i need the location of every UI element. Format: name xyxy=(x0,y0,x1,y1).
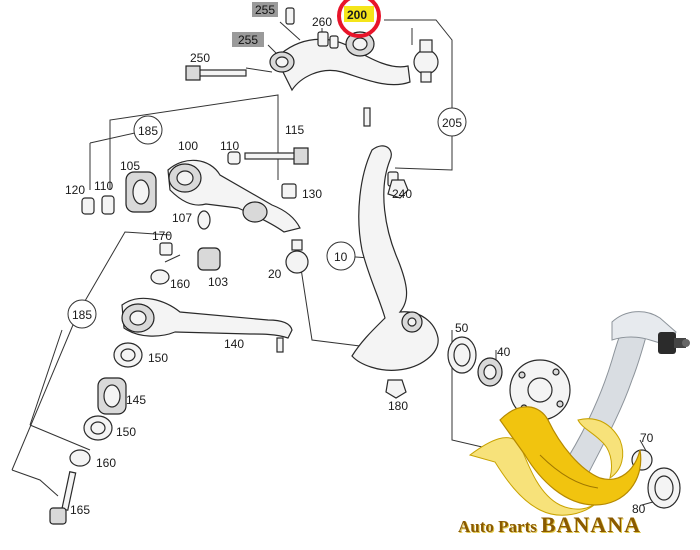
callout-205[interactable]: 205 xyxy=(437,107,467,137)
part-label-185-left: 185 xyxy=(72,308,92,322)
part-label-140: 140 xyxy=(224,337,244,351)
banana-logo xyxy=(468,406,642,516)
brand-name: BANANA xyxy=(540,512,641,537)
part-label-10: 10 xyxy=(334,250,348,264)
callout-10[interactable]: 10 xyxy=(326,241,356,271)
part-label-20: 20 xyxy=(268,267,282,281)
part-label-165: 165 xyxy=(70,503,90,517)
part-label-70: 70 xyxy=(640,431,654,445)
part-label-185-top: 185 xyxy=(138,124,158,138)
part-label-100: 100 xyxy=(178,139,198,153)
part-label-240: 240 xyxy=(392,187,412,201)
part-label-150-top: 150 xyxy=(148,351,168,365)
leader-lines xyxy=(11,19,661,506)
product-photo xyxy=(559,311,690,481)
wheel-hub xyxy=(447,336,681,509)
part-label-255-top: 255 xyxy=(255,3,275,17)
upper-control-arm xyxy=(185,7,439,127)
steering-knuckle xyxy=(351,145,439,399)
tension-strut xyxy=(49,297,293,525)
tag-255-left: 255 xyxy=(232,32,264,47)
part-numbers: 250 260 100 110 115 105 120 110 130 107 … xyxy=(65,15,654,517)
callout-185-top[interactable]: 185 xyxy=(133,115,163,145)
part-label-120: 120 xyxy=(65,183,85,197)
part-label-250: 250 xyxy=(190,51,210,65)
callout-185-left[interactable]: 185 xyxy=(67,299,97,329)
part-label-105: 105 xyxy=(120,159,140,173)
tag-255-top: 255 xyxy=(252,2,278,17)
brand-prefix: Auto Parts xyxy=(458,517,537,536)
part-label-110-top: 110 xyxy=(220,139,239,153)
part-label-103: 103 xyxy=(208,275,228,289)
part-label-260: 260 xyxy=(312,15,332,29)
part-label-145: 145 xyxy=(126,393,146,407)
part-label-255-left: 255 xyxy=(238,33,258,47)
part-label-205: 205 xyxy=(442,116,462,130)
part-label-200: 200 xyxy=(347,8,367,22)
part-label-170: 170 xyxy=(152,229,172,243)
lower-wishbone xyxy=(81,147,309,285)
part-label-160-bottom: 160 xyxy=(96,456,116,470)
part-label-50: 50 xyxy=(455,321,469,335)
part-label-40: 40 xyxy=(497,345,511,359)
brand-wordmark: Auto Parts BANANA xyxy=(458,512,641,538)
part-label-107: 107 xyxy=(172,211,192,225)
part-label-115: 115 xyxy=(285,123,304,137)
part-label-180: 180 xyxy=(388,399,408,413)
part-label-130: 130 xyxy=(302,187,322,201)
highlight-200[interactable]: 200 xyxy=(337,0,381,38)
part-label-160-top: 160 xyxy=(170,277,190,291)
part-label-80: 80 xyxy=(632,502,646,516)
part-label-150-bottom: 150 xyxy=(116,425,136,439)
part-label-110-left: 110 xyxy=(94,179,113,193)
